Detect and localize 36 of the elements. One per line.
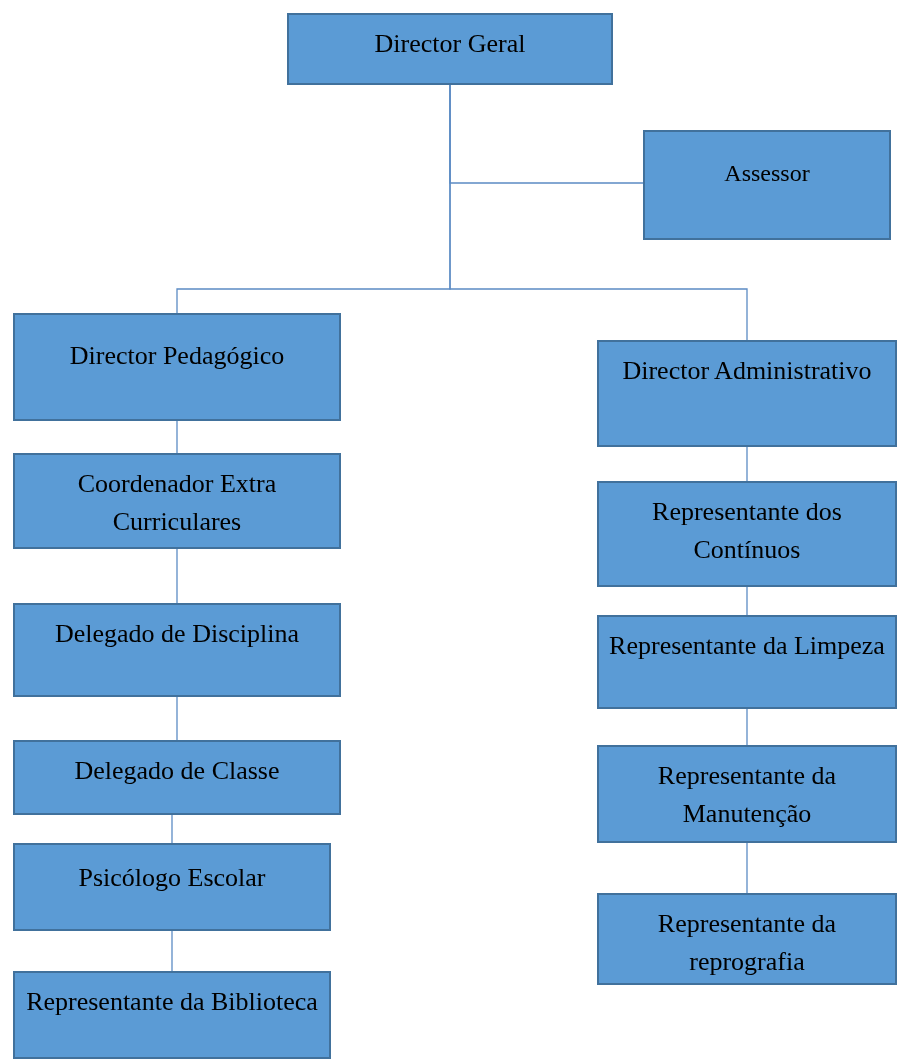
org-box — [597, 745, 897, 843]
role-label: Representante da reprografia — [656, 908, 838, 978]
role-label: Representante da Limpeza — [608, 630, 886, 662]
role-label: Delegado de Classe — [73, 755, 281, 787]
connector-line — [746, 708, 748, 746]
role-label: Director Administrativo — [621, 355, 873, 387]
connector-line — [746, 446, 748, 482]
role-label: Coordenador Extra Curriculares — [76, 468, 278, 538]
role-label: Director Geral — [373, 28, 527, 60]
role-label: Representante da Manutenção — [656, 760, 838, 830]
org-box — [597, 481, 897, 587]
org-box — [643, 130, 891, 240]
org-box — [13, 843, 331, 931]
connector-line — [746, 842, 748, 894]
org-box — [597, 340, 897, 447]
connector-line — [176, 696, 178, 741]
role-label: Representante da Biblioteca — [25, 986, 319, 1018]
connector-line — [746, 586, 748, 616]
role-label: Delegado de Disciplina — [54, 618, 300, 650]
org-box — [13, 313, 341, 421]
connector-line — [171, 930, 173, 972]
org-box — [597, 893, 897, 985]
org-box — [13, 971, 331, 1059]
connector-line — [171, 814, 173, 844]
org-box — [13, 453, 341, 549]
role-label: Representante dos Contínuos — [651, 496, 843, 566]
connector-line — [176, 420, 178, 454]
org-box — [13, 740, 341, 815]
org-box — [287, 13, 613, 85]
org-box — [597, 615, 897, 709]
connector-line — [449, 84, 748, 341]
org-box — [13, 603, 341, 697]
role-label: Psicólogo Escolar — [77, 862, 267, 894]
connector-line — [176, 548, 178, 604]
role-label: Director Pedagógico — [68, 340, 286, 372]
role-label: Assessor — [723, 159, 811, 188]
